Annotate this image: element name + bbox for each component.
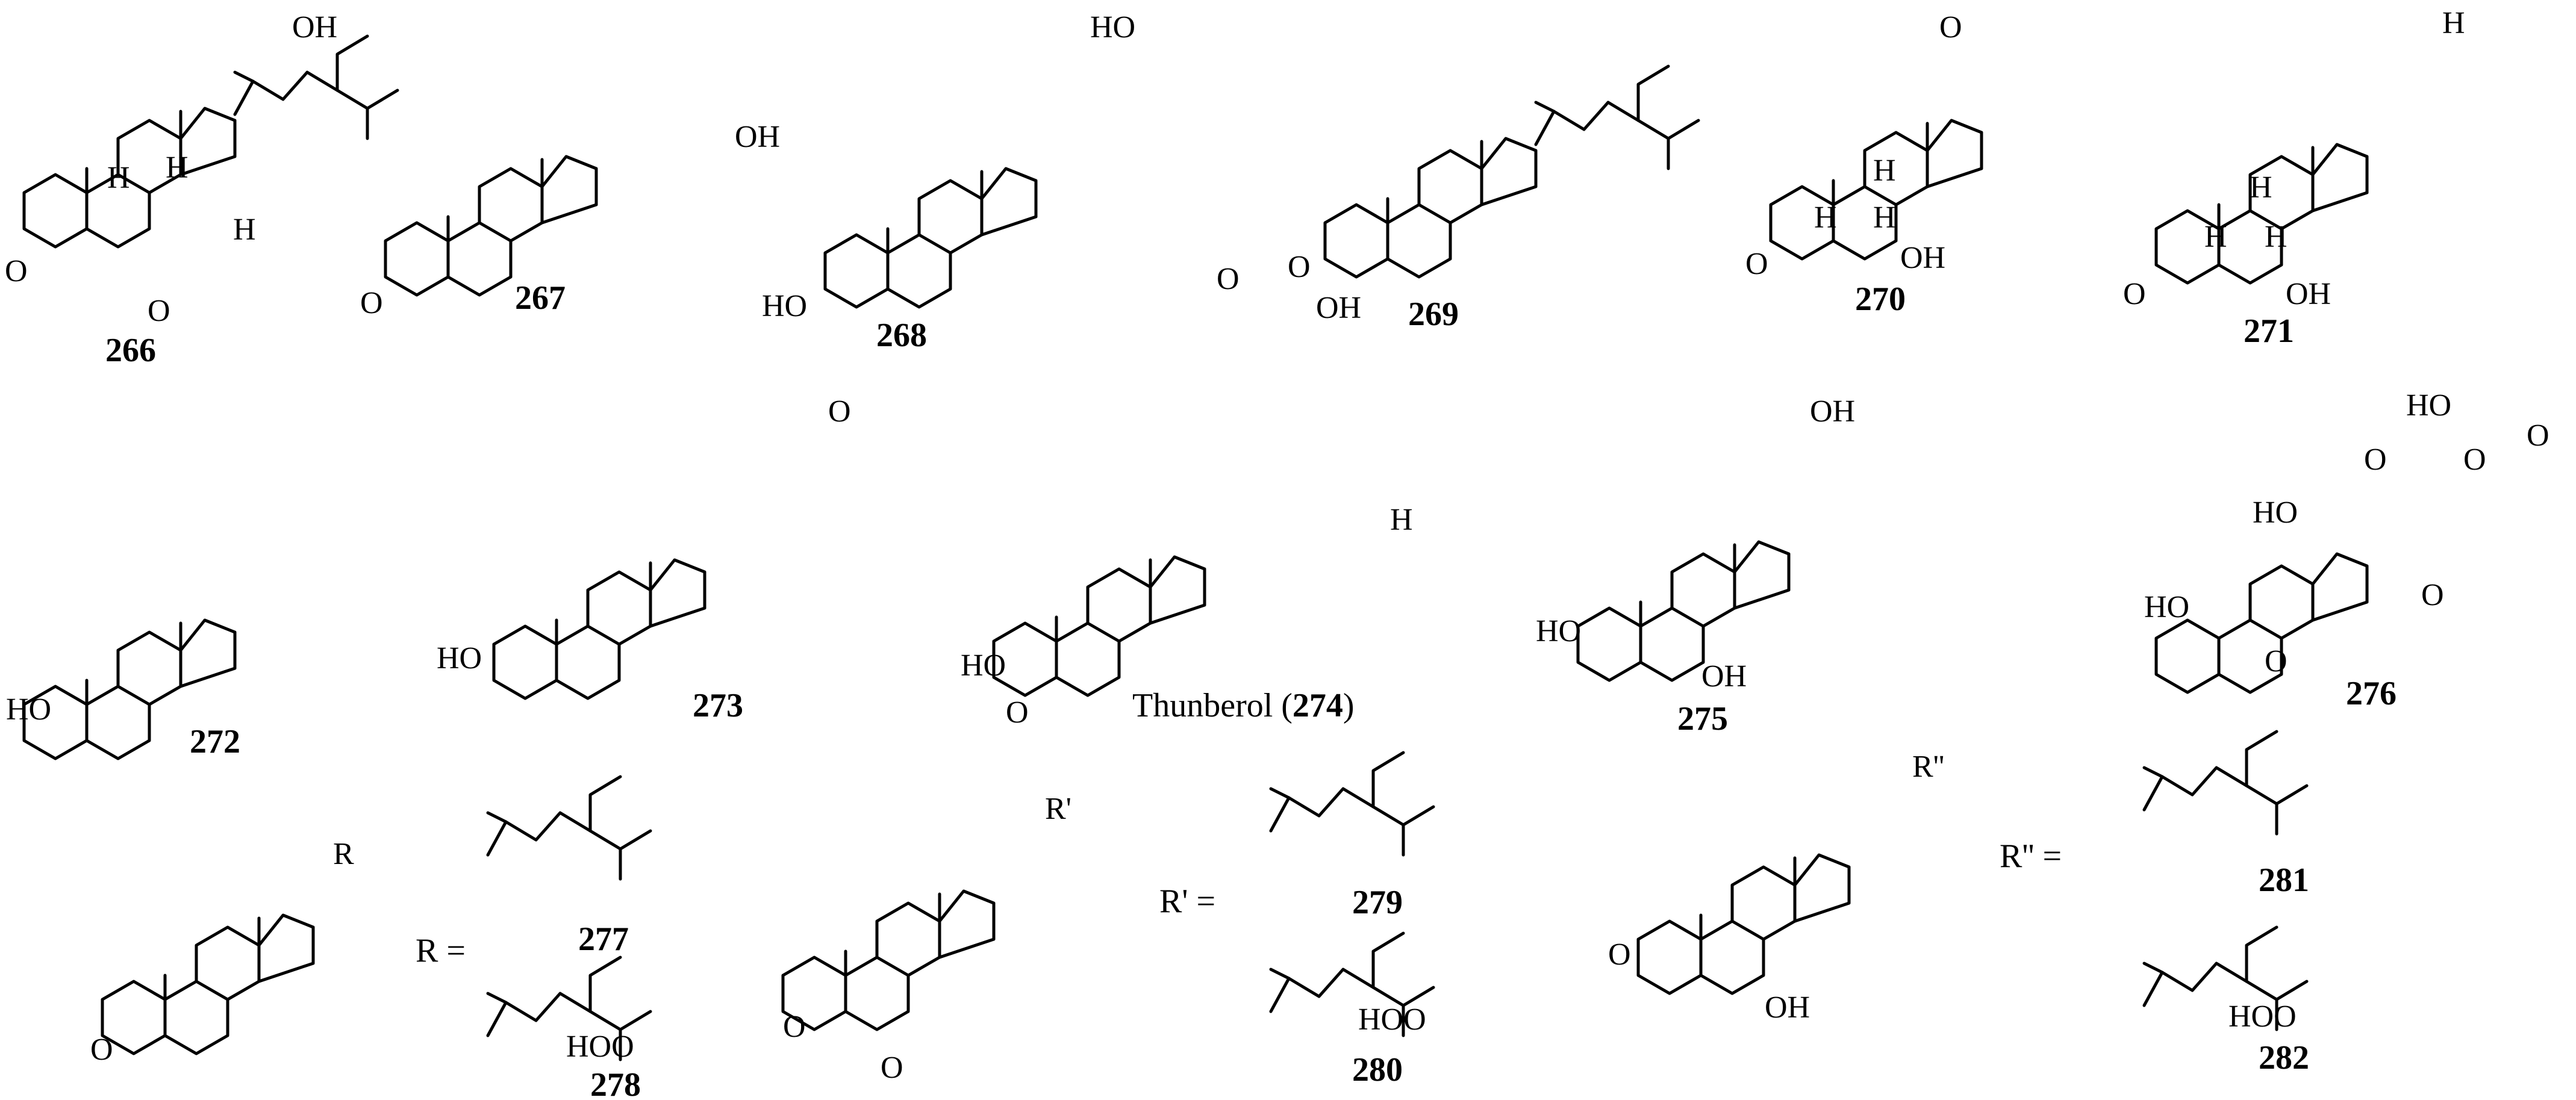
atom-274-h: H xyxy=(1390,503,1413,537)
label-278: 278 xyxy=(590,1066,641,1100)
atom-274-ho: HO xyxy=(961,648,1006,683)
label-282: 282 xyxy=(2259,1039,2309,1077)
compound-270 xyxy=(1771,120,1982,259)
side-279 xyxy=(1271,753,1433,855)
atom-core-R-o: O xyxy=(90,1033,113,1067)
atom-271-oh: OH xyxy=(2286,277,2331,311)
atom-core-Rp-o2: O xyxy=(881,1051,903,1085)
compound-269 xyxy=(1325,66,1698,277)
atom-270-h2: H xyxy=(1814,200,1837,235)
label-Rp-eq: R' = xyxy=(1159,883,1215,920)
atom-276-ho3: HO xyxy=(2144,590,2189,624)
side-277 xyxy=(488,777,650,879)
atom-275-ho: HO xyxy=(1536,614,1581,648)
atom-276-o1: O xyxy=(2364,443,2387,477)
atom-266-o2: O xyxy=(148,294,170,328)
atom-276-ho1: HO xyxy=(2406,388,2451,423)
atom-276-ho2: HO xyxy=(2253,496,2298,530)
atom-276-o2: O xyxy=(2463,443,2486,477)
atom-267-oh: OH xyxy=(735,120,780,154)
label-R-eq: R = xyxy=(416,932,466,969)
atom-278-hoo: HOO xyxy=(566,1030,634,1064)
label-277: 277 xyxy=(578,921,629,958)
compound-275 xyxy=(1578,542,1789,680)
atom-270-oh: OH xyxy=(1900,241,1945,275)
side-281 xyxy=(2144,732,2307,834)
atom-269-o1: O xyxy=(1217,262,1240,296)
compound-273 xyxy=(494,560,705,698)
compound-267 xyxy=(385,157,596,295)
label-275: 275 xyxy=(1677,700,1728,738)
atom-core-Rpp-o: O xyxy=(1608,937,1631,972)
label-273: 273 xyxy=(693,687,743,724)
label-Rpp-eq: R'' = xyxy=(2000,837,2062,875)
atom-274-o: O xyxy=(1006,695,1029,730)
atom-266-h1: H xyxy=(107,161,130,195)
atom-276-o4: O xyxy=(2421,578,2444,612)
label-279: 279 xyxy=(1352,884,1403,921)
atom-275-oh1: OH xyxy=(1810,394,1855,429)
label-272: 272 xyxy=(190,723,240,760)
atom-271-h0: H xyxy=(2442,6,2465,40)
atom-270-h3: H xyxy=(1873,200,1896,235)
core-Rpp xyxy=(1638,855,1849,993)
label-266: 266 xyxy=(105,332,156,369)
atom-266-h2: H xyxy=(166,151,189,185)
compound-276 xyxy=(2154,552,2369,694)
atom-268-ho1: HO xyxy=(1090,10,1135,45)
atom-273-ho: HO xyxy=(437,641,482,676)
atom-280-hoo: HOO xyxy=(1358,1002,1426,1037)
atom-270-o1: O xyxy=(1939,10,1962,45)
label-269: 269 xyxy=(1408,296,1459,333)
atom-271-h3: H xyxy=(2265,220,2288,254)
core-Rp xyxy=(783,891,994,1030)
atom-core-Rpp-oh: OH xyxy=(1765,990,1810,1025)
atom-271-h2: H xyxy=(2204,220,2227,254)
atom-267-o: O xyxy=(360,286,383,320)
atom-271-o: O xyxy=(2123,277,2146,311)
atom-282-hoo: HOO xyxy=(2228,999,2297,1034)
label-Rp: R' xyxy=(1045,792,1071,826)
caption-274: Thunberol (274) xyxy=(1132,687,1355,724)
atom-271-h1: H xyxy=(2250,170,2272,205)
core-R xyxy=(102,915,313,1054)
atom-266-oh: OH xyxy=(292,10,337,45)
atom-273-o: O xyxy=(828,394,851,429)
compound-274 xyxy=(994,557,1205,695)
compound-266 xyxy=(24,36,398,247)
atom-270-h1: H xyxy=(1873,154,1896,188)
atom-266-h3: H xyxy=(233,213,256,247)
compound-268 xyxy=(825,169,1036,307)
atom-275-oh2: OH xyxy=(1701,659,1747,694)
label-268: 268 xyxy=(876,317,927,354)
atom-270-o2: O xyxy=(1745,247,1768,281)
label-R: R xyxy=(333,837,354,871)
atom-268-ho2: HO xyxy=(762,289,807,323)
atom-core-Rp-o1: O xyxy=(783,1010,806,1044)
atom-276-o3: O xyxy=(2527,418,2549,453)
label-270: 270 xyxy=(1855,281,1906,318)
label-281: 281 xyxy=(2259,862,2309,899)
label-280: 280 xyxy=(1352,1051,1403,1089)
label-276: 276 xyxy=(2346,675,2397,712)
label-Rpp: R'' xyxy=(1912,750,1944,784)
atom-266-o1: O xyxy=(5,254,28,288)
compound-271 xyxy=(2156,144,2367,283)
atom-269-oh: OH xyxy=(1316,291,1361,325)
atom-276-o5: O xyxy=(2265,644,2288,679)
label-271: 271 xyxy=(2244,312,2294,350)
atom-272-ho: HO xyxy=(6,692,51,727)
label-267: 267 xyxy=(515,279,566,317)
atom-269-o2: O xyxy=(1288,250,1311,284)
